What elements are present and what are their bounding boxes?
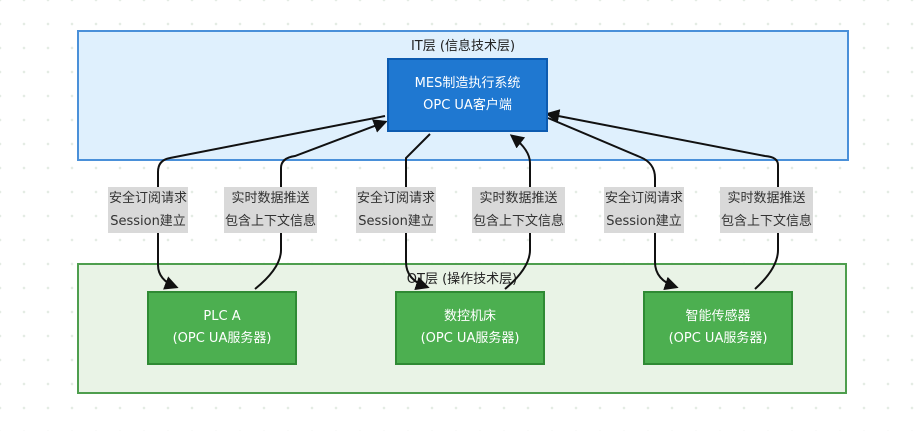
smart-sensor-title: 智能传感器	[685, 309, 751, 324]
edge-label-push-plc: 实时数据推送包含上下文信息	[224, 187, 318, 233]
cnc-machine-title: 数控机床	[443, 309, 496, 324]
push-line-sensor	[545, 109, 779, 290]
smart-sensor-node[interactable]: 智能传感器 (OPC UA服务器)	[643, 291, 793, 365]
plc-a-node[interactable]: PLC A (OPC UA服务器)	[147, 291, 297, 365]
plc-a-subtitle: (OPC UA服务器)	[172, 331, 272, 346]
mes-node[interactable]: MES制造执行系统 OPC UA客户端	[387, 58, 548, 132]
subscribe-line-sensor	[547, 117, 679, 291]
edge-label-push-cnc: 实时数据推送包含上下文信息	[472, 187, 566, 233]
ot-layer-title: OT层 (操作技术层)	[406, 272, 518, 287]
push-line-plc	[254, 119, 388, 290]
cnc-machine-node[interactable]: 数控机床 (OPC UA服务器)	[395, 291, 545, 365]
mes-node-subtitle: OPC UA客户端	[423, 98, 512, 113]
edge-label-push-sensor: 实时数据推送包含上下文信息	[720, 187, 814, 233]
it-layer-title: IT层 (信息技术层)	[410, 39, 516, 54]
cnc-machine-subtitle: (OPC UA服务器)	[420, 331, 520, 346]
smart-sensor-subtitle: (OPC UA服务器)	[668, 331, 768, 346]
mes-node-title: MES制造执行系统	[414, 76, 521, 91]
subscribe-line-plc	[157, 115, 386, 290]
subscribe-line-cnc	[405, 133, 431, 291]
plc-a-title: PLC A	[203, 309, 241, 324]
